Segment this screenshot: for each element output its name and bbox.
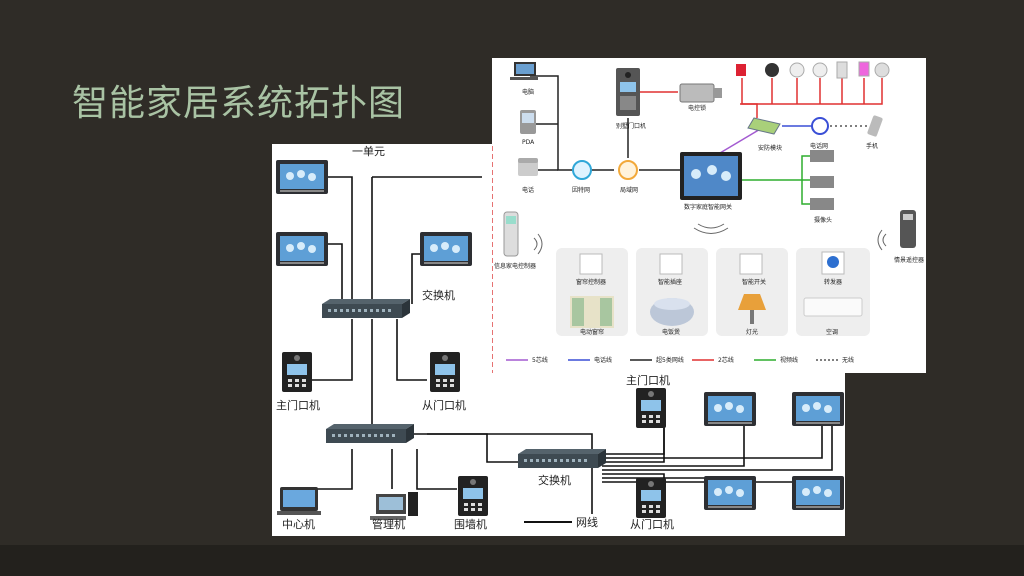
rice-cooker-label: 电饭煲 xyxy=(662,328,680,336)
indoor-monitor-2 xyxy=(276,232,328,266)
computer-icon xyxy=(510,62,538,80)
ir-transmitter-label: 转发器 xyxy=(824,278,842,286)
manager-pc-icon xyxy=(370,492,418,520)
center-pc-icon xyxy=(277,487,321,515)
legend-label-2: 超5类网线 xyxy=(656,356,684,364)
electric-lock-icon xyxy=(679,83,722,103)
indoor-monitor-6 xyxy=(704,476,756,510)
sub-door-right-label: 从门口机 xyxy=(630,517,674,531)
wire-legend: 5芯线 电话线 超5类网线 2芯线 视频线 无线 xyxy=(506,356,854,364)
sub-door-left-label: 从门口机 xyxy=(422,398,466,412)
sub-door-left-icon xyxy=(430,352,460,392)
legend-label-4: 视频线 xyxy=(780,356,798,364)
legend-label-1: 电话线 xyxy=(594,356,612,364)
switch-right-label: 交换机 xyxy=(538,473,571,487)
indoor-monitor-5 xyxy=(792,392,844,426)
gateway-wireless-icon xyxy=(693,223,729,234)
villa-door-label: 别墅门口机 xyxy=(616,122,646,130)
villa-door-unit-icon xyxy=(616,68,640,116)
mobile-phone-icon xyxy=(867,115,883,137)
lan-label: 局域网 xyxy=(620,186,638,194)
phone-network-label: 电话网 xyxy=(810,142,828,150)
footer-bar xyxy=(0,545,1024,576)
indoor-monitor-4 xyxy=(704,392,756,426)
network-legend-label: 网线 xyxy=(576,515,598,529)
main-door-right-icon xyxy=(636,388,666,428)
security-module-icon xyxy=(747,117,781,135)
curtain-label: 电动窗帘 xyxy=(580,328,604,336)
sub-door-right-icon xyxy=(636,478,666,518)
mobile-label: 手机 xyxy=(866,142,878,150)
lamp-label: 灯光 xyxy=(746,328,758,336)
phone-network-icon xyxy=(811,117,829,135)
legend-label-5: 无线 xyxy=(842,356,854,364)
slide-title: 智能家居系统拓扑图 xyxy=(72,83,406,124)
info-controller-wireless-icon xyxy=(533,233,543,255)
indoor-monitor-1 xyxy=(276,160,328,194)
security-module-label: 安防模块 xyxy=(758,144,782,152)
socket-card xyxy=(636,248,708,336)
phone-icon xyxy=(518,158,538,176)
main-door-left-icon xyxy=(282,352,312,392)
phone-label: 电话 xyxy=(522,186,534,194)
gateway-label: 数字家庭智能网关 xyxy=(684,203,732,211)
indoor-monitor-3 xyxy=(420,232,472,266)
curtain-card xyxy=(556,248,628,336)
switch-right-icon xyxy=(518,449,606,468)
switch-top-icon xyxy=(322,299,410,318)
legend-label-0: 5芯线 xyxy=(532,356,548,364)
unit-label: 一单元 xyxy=(352,145,385,158)
center-pc-label: 中心机 xyxy=(282,517,315,531)
remote-wireless-icon xyxy=(877,229,887,251)
camera-label: 摄像头 xyxy=(814,216,832,224)
pda-icon xyxy=(520,110,536,134)
legend-label-3: 2芯线 xyxy=(718,356,734,364)
pda-label: PDA xyxy=(522,139,535,146)
camera-icon xyxy=(810,150,834,210)
curtain-controller-label: 窗帘控制器 xyxy=(576,278,606,286)
lan-icon xyxy=(618,160,638,180)
security-sensors-icon xyxy=(736,61,890,79)
core-switch-icon xyxy=(326,424,414,443)
electric-lock-label: 电控锁 xyxy=(688,104,706,112)
wall-unit-label: 围墙机 xyxy=(454,517,487,531)
wall-unit-icon xyxy=(458,476,488,516)
computer-label: 电脑 xyxy=(522,88,534,96)
switch-top-label: 交换机 xyxy=(422,288,455,302)
main-door-left-label: 主门口机 xyxy=(276,398,320,412)
manager-pc-label: 管理机 xyxy=(372,517,405,531)
switch-card xyxy=(716,248,788,336)
smart-gateway-icon xyxy=(680,152,742,200)
main-door-right-label: 主门口机 xyxy=(626,373,670,387)
info-controller-label: 信息家电控制器 xyxy=(494,262,536,270)
info-controller-icon xyxy=(503,211,519,257)
home-network-diagram: 电脑 PDA 电话 因特网 局域网 别墅门口机 电控锁 xyxy=(492,58,926,373)
aircon-card xyxy=(796,248,870,336)
internet-icon xyxy=(572,160,592,180)
indoor-monitor-7 xyxy=(792,476,844,510)
aircon-label: 空调 xyxy=(826,328,838,336)
remote-label: 情景遥控器 xyxy=(894,256,924,264)
smart-socket-label: 智能插座 xyxy=(658,278,682,286)
scene-remote-icon xyxy=(900,210,916,248)
smart-switch-label: 智能开关 xyxy=(742,278,766,286)
internet-label: 因特网 xyxy=(572,186,590,194)
